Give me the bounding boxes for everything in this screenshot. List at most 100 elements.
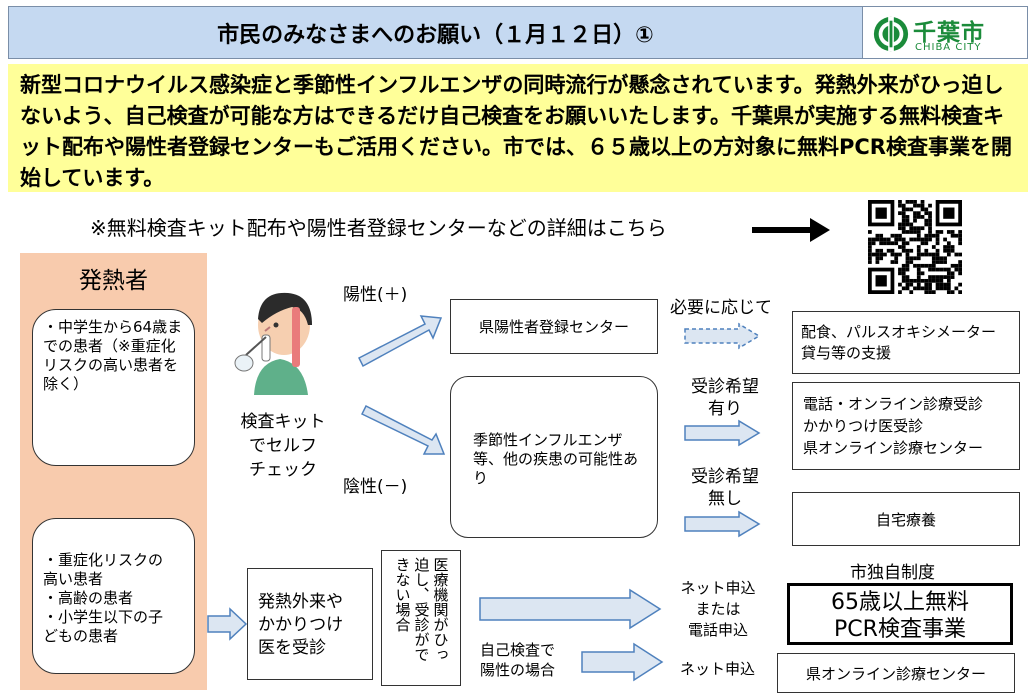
qr-module — [935, 260, 940, 264]
qr-module — [871, 237, 876, 242]
qr-module — [916, 282, 921, 287]
net-or-phone-line-2: または — [695, 600, 741, 618]
qr-module — [920, 286, 925, 291]
qr-module — [920, 271, 925, 276]
qr-module — [939, 267, 944, 272]
qr-module — [928, 237, 932, 242]
qr-module — [946, 230, 951, 234]
qr-module — [928, 230, 932, 234]
qr-module — [928, 286, 932, 291]
qr-module — [894, 237, 899, 242]
qr-module — [958, 290, 962, 294]
qr-module — [958, 237, 962, 242]
qr-module — [943, 256, 947, 261]
fever-outpatient-line-3: 医を受診 — [258, 638, 326, 658]
qr-module — [946, 245, 951, 249]
qr-module — [950, 248, 955, 253]
qr-module — [946, 267, 951, 272]
qr-module — [916, 278, 921, 283]
notice-text: 新型コロナウイルス感染症と季節性インフルエンザの同時流行が懸念されています。発熱… — [8, 64, 1028, 192]
qr-module — [905, 256, 910, 261]
qr-module — [890, 252, 895, 257]
qr-module — [898, 282, 902, 287]
qr-module — [875, 237, 880, 242]
qr-module — [939, 278, 944, 283]
qr-module — [935, 275, 940, 279]
qr-module — [868, 245, 872, 249]
qr-module — [905, 230, 910, 234]
meal-support-line-2: 貸与等の支援 — [801, 344, 892, 362]
fever-outpatient-line-1: 発熱外来や — [258, 592, 343, 612]
qr-module — [898, 200, 902, 204]
qr-module — [924, 290, 929, 294]
qr-module — [939, 260, 944, 264]
qr-module — [958, 233, 962, 238]
cannot-visit-line-2: 迫し、受診がで — [412, 557, 431, 662]
qr-module — [909, 226, 914, 231]
qr-code[interactable] — [868, 200, 962, 294]
qr-module — [924, 252, 929, 257]
qr-module — [879, 252, 884, 257]
qr-module — [950, 263, 955, 268]
qr-module — [954, 233, 959, 238]
qr-module — [946, 271, 951, 276]
qr-module — [868, 252, 872, 257]
cannot-visit-arrow-icon — [479, 588, 662, 630]
qr-module — [898, 267, 902, 272]
qr-module — [868, 260, 872, 264]
qr-module — [913, 237, 917, 242]
qr-module — [928, 290, 932, 294]
self-check-line-2: でセルフ — [249, 436, 317, 456]
qr-module — [898, 203, 902, 208]
qr-module — [916, 275, 921, 279]
qr-module — [954, 267, 959, 272]
qr-module — [924, 222, 929, 227]
qr-module — [894, 256, 899, 261]
self-check-line-3: チェック — [249, 460, 317, 480]
qr-module — [943, 286, 947, 291]
dashed-arrow-icon — [684, 322, 761, 350]
qr-module — [916, 226, 921, 231]
qr-module — [928, 263, 932, 268]
qr-module — [943, 260, 947, 264]
qr-module — [946, 241, 951, 246]
qr-module — [898, 237, 902, 242]
qr-module — [950, 275, 955, 279]
qr-module — [928, 226, 932, 231]
qr-module — [901, 278, 906, 283]
qr-module — [890, 241, 895, 246]
qr-module — [924, 211, 929, 216]
qr-module — [886, 248, 891, 253]
qr-module — [909, 207, 914, 212]
qr-module — [913, 211, 917, 216]
qr-module — [935, 286, 940, 291]
qr-module — [913, 278, 917, 283]
logo-subtitle: CHIBA CITY — [915, 42, 982, 53]
qr-module — [913, 218, 917, 223]
self-positive-line-1: 自己検査で — [480, 641, 556, 659]
fever-outpatient-box: 発熱外来や かかりつけ 医を受診 — [247, 568, 373, 680]
online-line-2: かかりつけ医受診 — [803, 417, 924, 435]
net-or-phone-line-1: ネット申込 — [680, 579, 756, 597]
qr-module — [946, 286, 951, 291]
qr-module — [958, 282, 962, 287]
qr-module — [950, 230, 955, 234]
qr-module — [943, 237, 947, 242]
qr-module — [890, 233, 895, 238]
qr-module — [931, 233, 936, 238]
qr-module — [946, 275, 951, 279]
group-age-13-64: ・中学生から64歳までの患者（※重症化リスクの高い患者を除く） — [32, 309, 195, 466]
pcr-line-1: 65歳以上無料 — [831, 590, 969, 615]
qr-module — [916, 211, 921, 216]
qr-module — [935, 278, 940, 283]
qr-module — [920, 278, 925, 283]
qr-module — [950, 233, 955, 238]
fever-title: 発熱者 — [79, 268, 148, 294]
cannot-visit-line-3: きない場合 — [393, 557, 412, 632]
qr-module — [931, 263, 936, 268]
registration-center-box: 県陽性者登録センター — [450, 299, 658, 354]
qr-module — [943, 248, 947, 253]
qr-module — [928, 203, 932, 208]
qr-module — [901, 230, 906, 234]
self-positive-label: 自己検査で 陽性の場合 — [480, 640, 555, 680]
